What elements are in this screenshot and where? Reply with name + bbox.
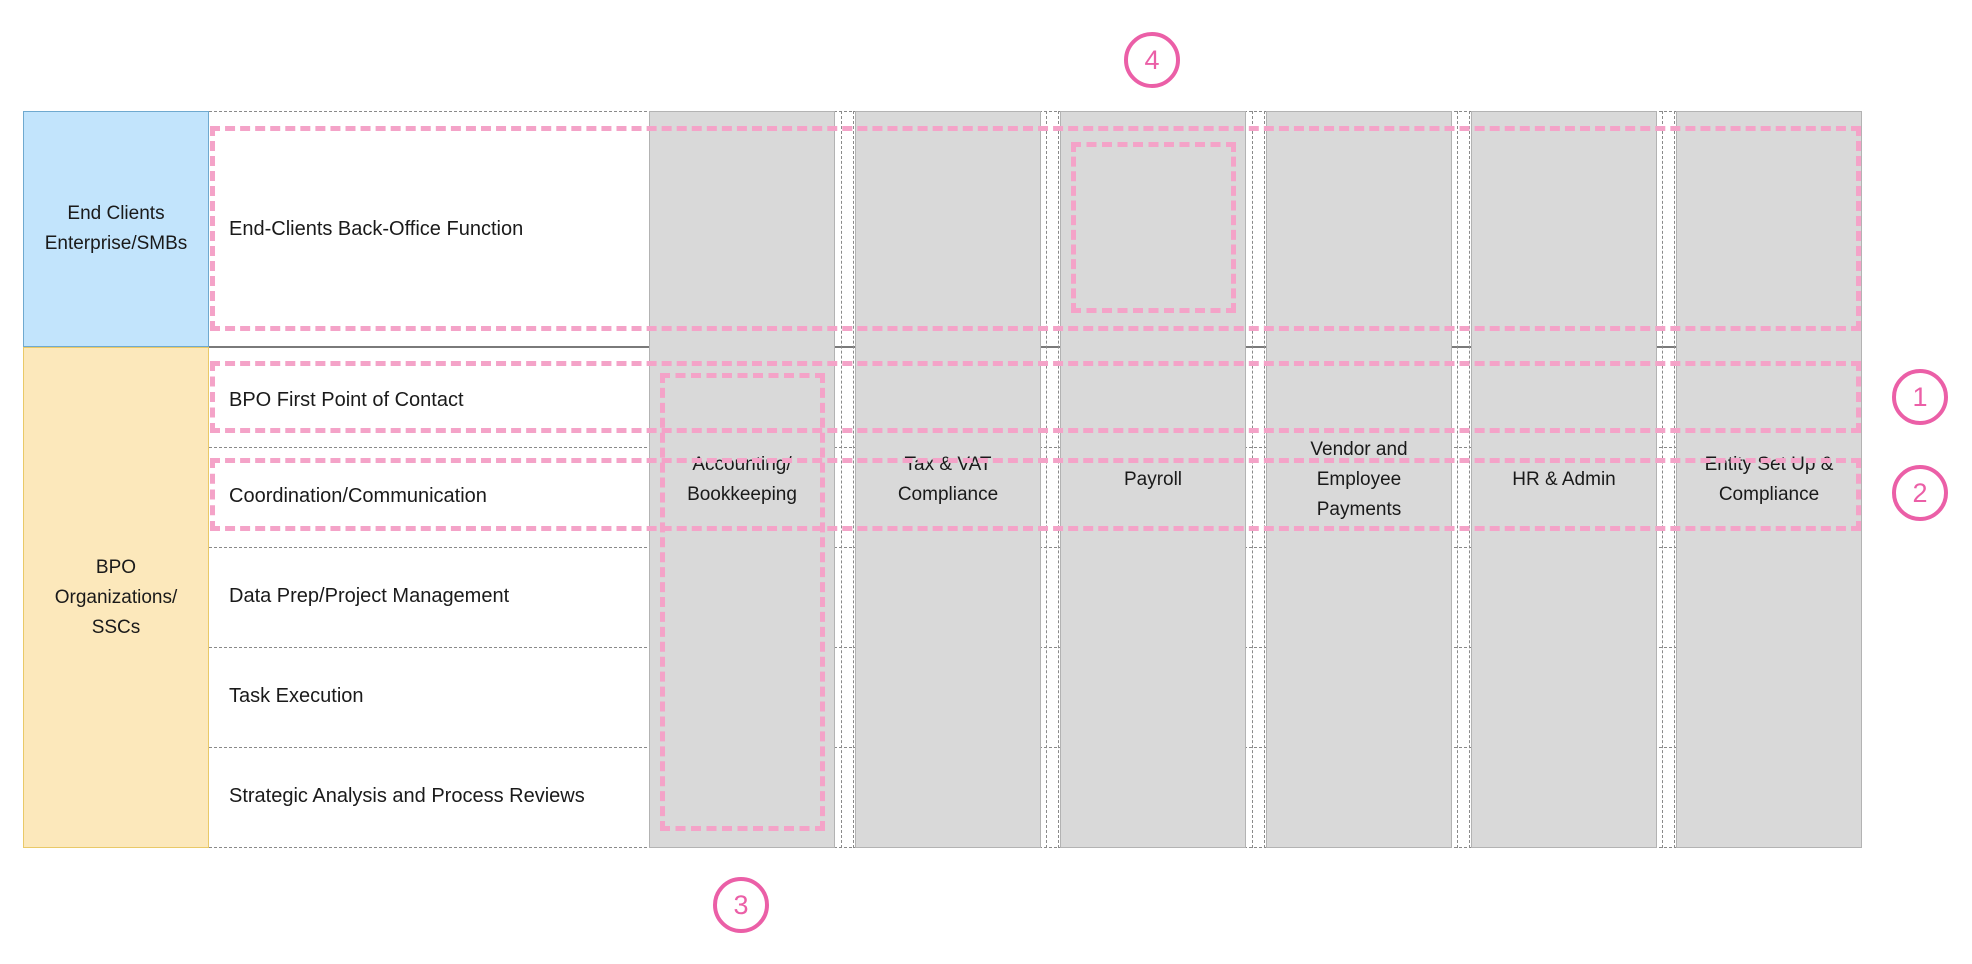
group-end-clients: End Clients Enterprise/SMBs bbox=[23, 111, 209, 347]
marker-1: 1 bbox=[1892, 369, 1948, 425]
row-label-back-office: End-Clients Back-Office Function bbox=[209, 111, 649, 347]
column-label: Vendor and Employee Payments bbox=[1310, 438, 1408, 520]
column-label: Tax & VAT Compliance bbox=[897, 453, 999, 505]
column-gap-line bbox=[1252, 111, 1253, 848]
group-bpo-organizations: BPO Organizations/ SSCs bbox=[23, 347, 209, 848]
row-label-text: Coordination/Communication bbox=[229, 484, 487, 507]
column-label: Entity Set Up & Compliance bbox=[1704, 453, 1834, 505]
marker-3: 3 bbox=[713, 877, 769, 933]
marker-number: 4 bbox=[1144, 44, 1160, 75]
column-gap-line bbox=[1046, 111, 1047, 848]
column-hr-admin: HR & Admin bbox=[1471, 111, 1657, 848]
column-gap-line bbox=[1058, 111, 1059, 848]
row-label-first-contact: BPO First Point of Contact bbox=[209, 353, 649, 448]
column-gap-line bbox=[1457, 111, 1458, 848]
column-label: HR & Admin bbox=[1512, 468, 1616, 490]
row-label-text: End-Clients Back-Office Function bbox=[229, 217, 524, 240]
column-accounting-bookkeeping: Accounting/ Bookkeeping bbox=[649, 111, 835, 848]
column-payroll: Payroll bbox=[1060, 111, 1246, 848]
column-entity-setup-compliance: Entity Set Up & Compliance bbox=[1676, 111, 1862, 848]
row-label-task-execution: Task Execution bbox=[209, 648, 649, 744]
column-tax-vat-compliance: Tax & VAT Compliance bbox=[855, 111, 1041, 848]
row-label-strategic-analysis: Strategic Analysis and Process Reviews bbox=[209, 748, 649, 844]
column-label: Accounting/ Bookkeeping bbox=[687, 453, 797, 505]
row-label-coordination: Coordination/Communication bbox=[209, 448, 649, 544]
row-label-text: BPO First Point of Contact bbox=[229, 389, 464, 411]
column-gap-line bbox=[1264, 111, 1265, 848]
column-label: Payroll bbox=[1123, 468, 1183, 490]
row-label-text: Data Prep/Project Management bbox=[229, 584, 510, 607]
column-gap-line bbox=[841, 111, 842, 848]
row-label-text: Strategic Analysis and Process Reviews bbox=[229, 784, 585, 807]
marker-number: 2 bbox=[1912, 477, 1928, 508]
marker-2: 2 bbox=[1892, 465, 1948, 521]
marker-number: 3 bbox=[733, 889, 749, 920]
marker-number: 1 bbox=[1912, 381, 1928, 412]
row-label-text: Task Execution bbox=[229, 684, 364, 707]
group-bpo-label: BPO Organizations/ SSCs bbox=[54, 556, 178, 638]
group-end-clients-label: End Clients Enterprise/SMBs bbox=[44, 203, 188, 254]
column-gap-line bbox=[1469, 111, 1470, 848]
column-vendor-employee-payments: Vendor and Employee Payments bbox=[1266, 111, 1452, 848]
marker-4: 4 bbox=[1124, 32, 1180, 88]
row-label-data-prep: Data Prep/Project Management bbox=[209, 548, 649, 644]
column-gap-line bbox=[853, 111, 854, 848]
column-gap-line bbox=[1662, 111, 1663, 848]
column-gap-line bbox=[1674, 111, 1675, 848]
